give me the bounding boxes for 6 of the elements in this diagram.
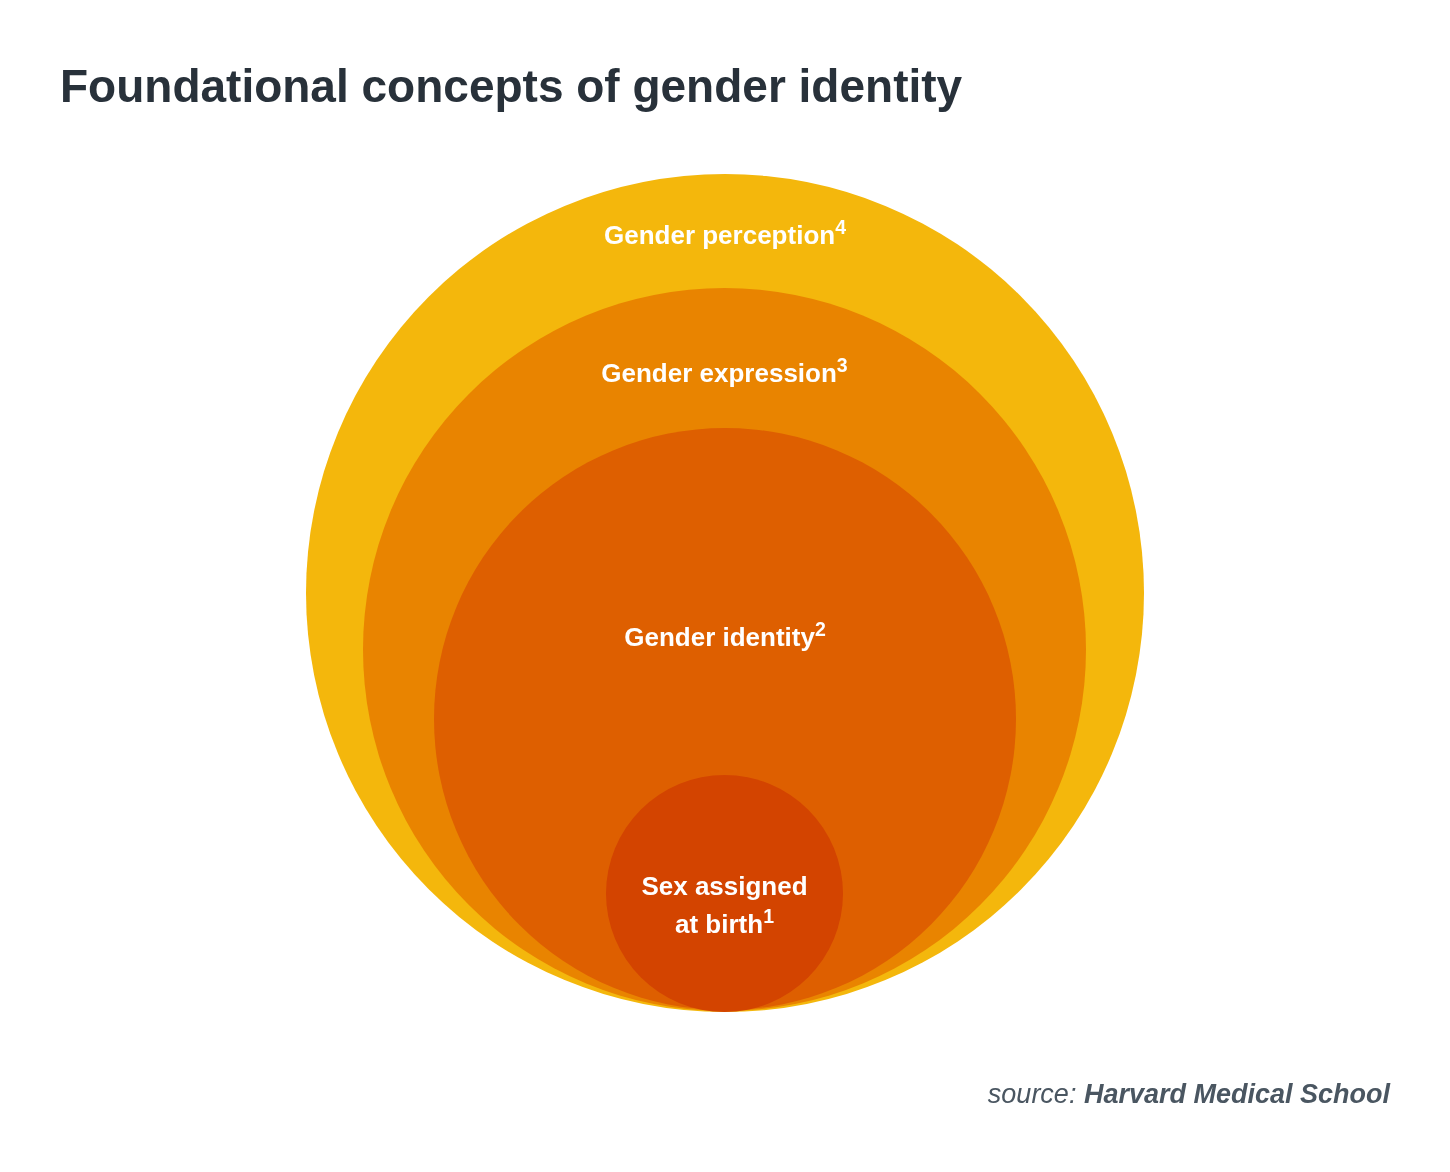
circle-label: Gender perception$^{4}$ [603, 216, 847, 252]
source-note: source: Harvard Medical School [987, 1078, 1390, 1111]
circle-label: Gender identity$^{2}$ [623, 618, 827, 654]
circle-label: Sex assigned at birth$^{1}$ [640, 870, 809, 941]
circle-label: Gender expression$^{3}$ [600, 354, 849, 390]
title: Foundational concepts of gender identity [60, 59, 963, 114]
